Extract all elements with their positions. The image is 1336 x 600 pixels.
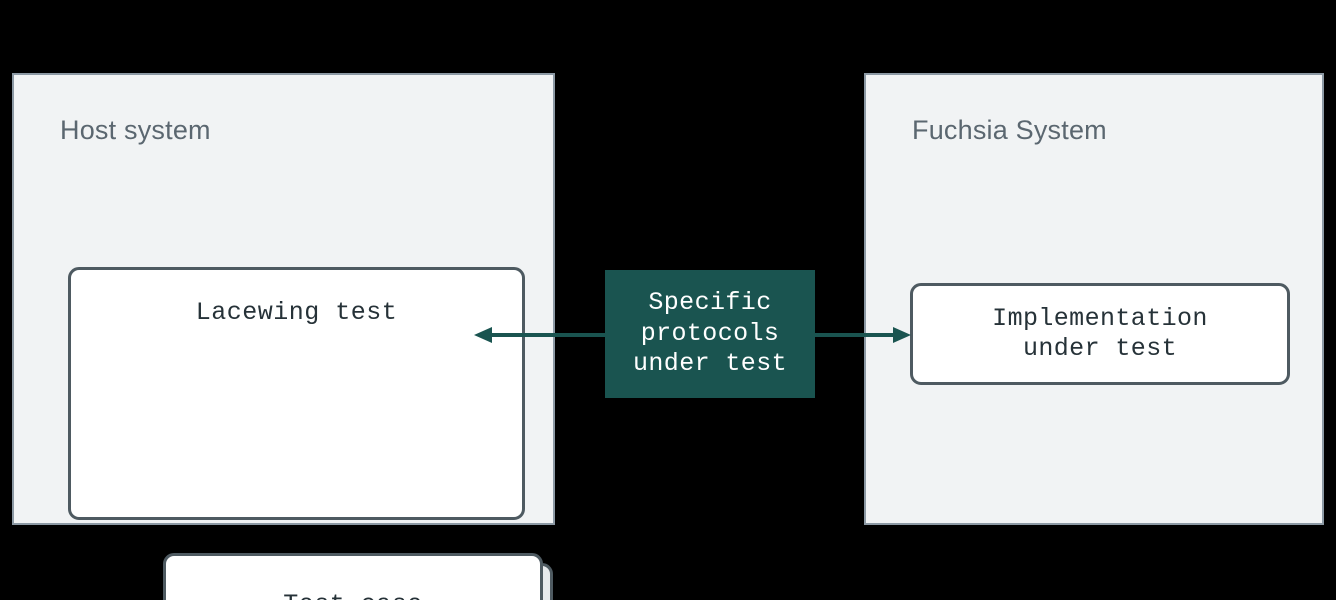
arrow-protocols-to-implementation xyxy=(810,327,911,343)
arrow-protocols-to-test-case xyxy=(474,327,610,343)
box-lacewing-test: Lacewing test Test case xyxy=(68,267,553,600)
box-implementation-under-test: Implementation under test xyxy=(910,283,1290,385)
box-implementation-under-test-label: Implementation under test xyxy=(992,303,1208,364)
card-test-case-label: Test case xyxy=(283,590,423,600)
block-specific-protocols-label: Specific protocols under test xyxy=(632,288,788,379)
block-specific-protocols-under-test: Specific protocols under test xyxy=(605,270,815,398)
box-lacewing-test-label: Lacewing test xyxy=(195,298,398,327)
card-test-case-front: Test case xyxy=(163,553,543,600)
panel-host-system: Host system Lacewing test Test case xyxy=(12,73,555,600)
stack-test-case: Test case xyxy=(163,553,553,600)
panel-host-system-title: Host system xyxy=(60,115,211,145)
panel-fuchsia-system-title: Fuchsia System xyxy=(912,115,1107,145)
